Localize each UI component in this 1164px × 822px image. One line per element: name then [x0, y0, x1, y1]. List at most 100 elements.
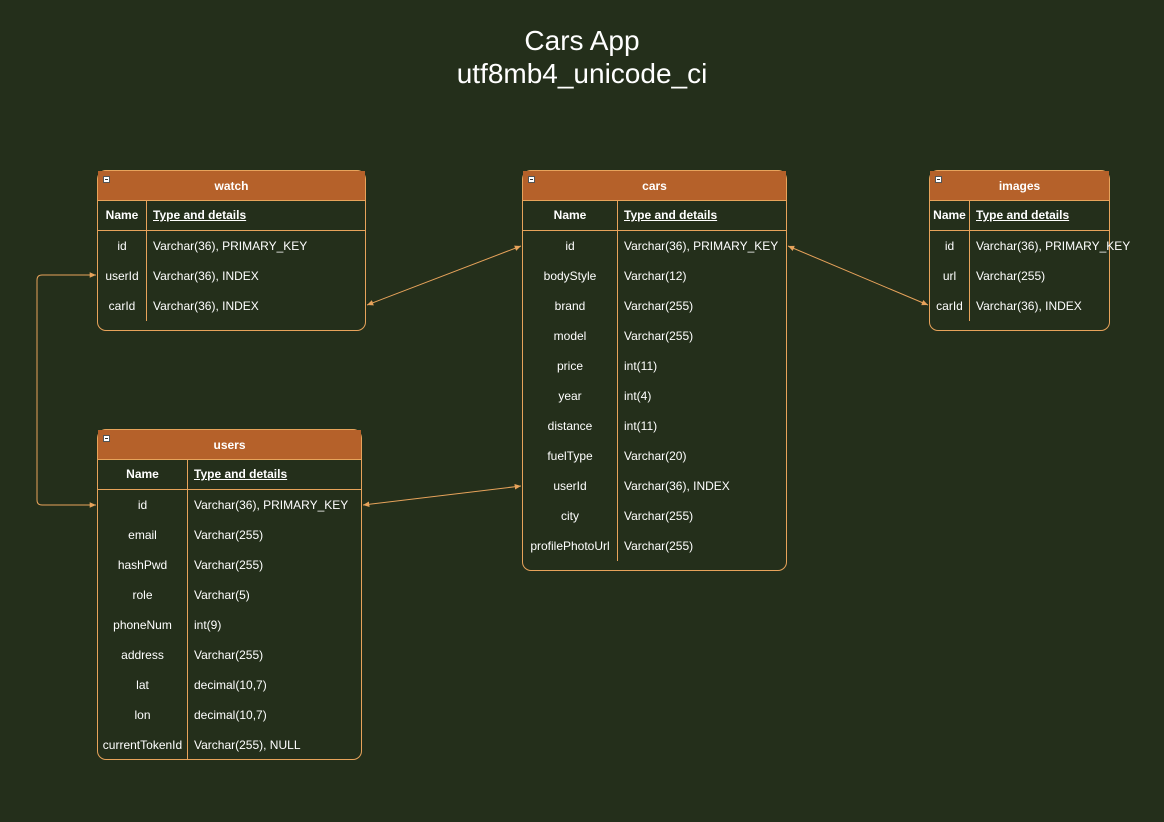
- field-name: fuelType: [523, 441, 618, 471]
- column-header-row: Name Type and details: [98, 460, 361, 490]
- table-title-watch: watch: [214, 179, 249, 193]
- field-type: Varchar(36), INDEX: [624, 479, 730, 493]
- relation-users-id-to-cars-userid[interactable]: [362, 483, 522, 508]
- table-header-images[interactable]: images: [930, 171, 1109, 201]
- table-row[interactable]: id Varchar(36), PRIMARY_KEY: [98, 490, 361, 520]
- field-name: lon: [98, 700, 188, 730]
- field-name: email: [98, 520, 188, 550]
- field-type: int(9): [194, 618, 222, 632]
- table-row[interactable]: email Varchar(255): [98, 520, 361, 550]
- table-header-watch[interactable]: watch: [98, 171, 365, 201]
- field-type: Varchar(36), INDEX: [976, 299, 1082, 313]
- field-type: Varchar(255): [194, 528, 264, 542]
- table-row[interactable]: lon decimal(10,7): [98, 700, 361, 730]
- field-type: Varchar(36), PRIMARY_KEY: [624, 239, 779, 253]
- field-name: userId: [523, 471, 618, 501]
- table-row[interactable]: phoneNum int(9): [98, 610, 361, 640]
- column-header-row: Name Type and details: [930, 201, 1109, 231]
- table-row[interactable]: bodyStyle Varchar(12): [523, 261, 786, 291]
- column-header-name: Name: [98, 460, 188, 489]
- diagram-title-line2: utf8mb4_unicode_ci: [456, 58, 708, 89]
- field-type: Varchar(20): [624, 449, 687, 463]
- column-header-type: Type and details: [153, 208, 247, 222]
- field-name: id: [98, 490, 188, 520]
- column-header-type: Type and details: [976, 208, 1070, 222]
- table-row[interactable]: city Varchar(255): [523, 501, 786, 531]
- field-name: model: [523, 321, 618, 351]
- table-header-users[interactable]: users: [98, 430, 361, 460]
- relation-watch-userid-to-users-id[interactable]: [36, 272, 96, 508]
- field-type: decimal(10,7): [194, 708, 267, 722]
- field-name: price: [523, 351, 618, 381]
- table-row[interactable]: userId Varchar(36), INDEX: [98, 261, 365, 291]
- column-header-name: Name: [930, 201, 970, 230]
- table-users[interactable]: users Name Type and details id Varchar(36…: [97, 429, 362, 760]
- field-type: Varchar(5): [194, 588, 250, 602]
- field-name: bodyStyle: [523, 261, 618, 291]
- field-name: userId: [98, 261, 147, 291]
- table-title-users: users: [213, 438, 246, 452]
- collapse-icon[interactable]: [103, 435, 110, 442]
- diagram-title-line1: Cars App: [524, 25, 640, 56]
- field-name: profilePhotoUrl: [523, 531, 618, 561]
- field-type: Varchar(255): [624, 509, 694, 523]
- column-header-row: Name Type and details: [98, 201, 365, 231]
- collapse-icon[interactable]: [103, 176, 110, 183]
- field-name: phoneNum: [98, 610, 188, 640]
- collapse-icon[interactable]: [528, 176, 535, 183]
- relation-images-carid-to-cars-id[interactable]: [787, 245, 929, 306]
- table-header-cars[interactable]: cars: [523, 171, 786, 201]
- field-type: Varchar(255): [624, 299, 694, 313]
- collapse-icon[interactable]: [935, 176, 942, 183]
- column-header-name: Name: [98, 201, 147, 230]
- field-type: Varchar(36), INDEX: [153, 269, 259, 283]
- table-title-images: images: [998, 179, 1041, 193]
- table-row[interactable]: userId Varchar(36), INDEX: [523, 471, 786, 501]
- field-name: brand: [523, 291, 618, 321]
- table-row[interactable]: fuelType Varchar(20): [523, 441, 786, 471]
- field-type: decimal(10,7): [194, 678, 267, 692]
- column-header-name: Name: [523, 201, 618, 230]
- field-name: id: [98, 231, 147, 261]
- field-type: Varchar(36), PRIMARY_KEY: [194, 498, 349, 512]
- table-row[interactable]: profilePhotoUrl Varchar(255): [523, 531, 786, 561]
- field-type: Varchar(255): [624, 539, 694, 553]
- field-type: Varchar(12): [624, 269, 687, 283]
- diagram-title: Cars App utf8mb4_unicode_ci: [0, 24, 1164, 90]
- field-name: currentTokenId: [98, 730, 188, 760]
- field-type: Varchar(255): [194, 648, 264, 662]
- field-type: int(11): [624, 419, 658, 433]
- field-name: carId: [98, 291, 147, 321]
- field-type: Varchar(255): [194, 558, 264, 572]
- table-row[interactable]: role Varchar(5): [98, 580, 361, 610]
- relation-watch-carid-to-cars-id[interactable]: [366, 245, 522, 306]
- column-header-type: Type and details: [624, 208, 718, 222]
- table-row[interactable]: brand Varchar(255): [523, 291, 786, 321]
- field-type: Varchar(36), PRIMARY_KEY: [976, 239, 1131, 253]
- field-name: role: [98, 580, 188, 610]
- field-name: city: [523, 501, 618, 531]
- field-name: year: [523, 381, 618, 411]
